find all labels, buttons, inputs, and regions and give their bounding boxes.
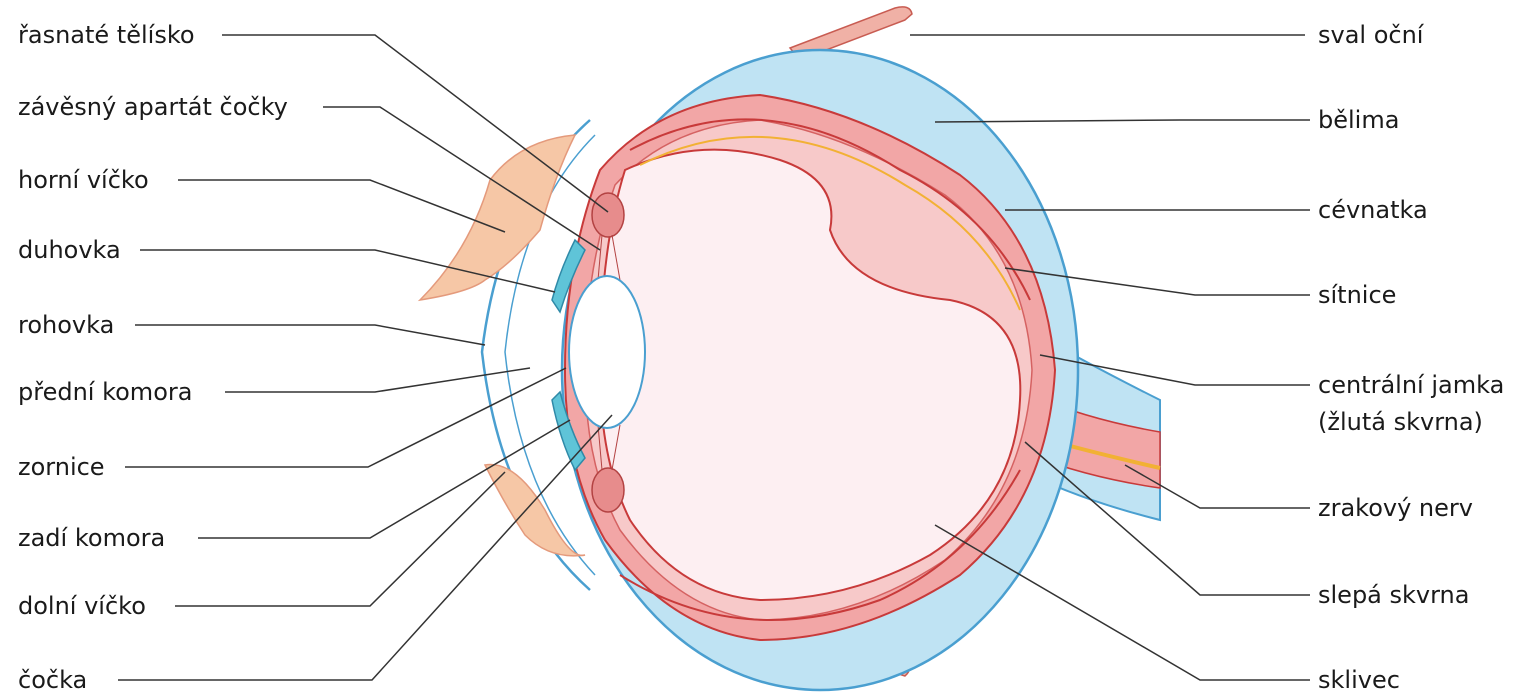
labels-right: sval oční bělima cévnatka sítnice centrá…	[1318, 21, 1504, 693]
label-slepa-skvrna: slepá skvrna	[1318, 581, 1469, 609]
leader-horni-vicko	[178, 180, 505, 232]
label-belima: bělima	[1318, 106, 1399, 134]
label-sval-ocni: sval oční	[1318, 21, 1425, 49]
label-rasnate-telisko: řasnaté tělísko	[18, 21, 195, 49]
labels-left: řasnaté tělísko závěsný apartát čočky ho…	[18, 21, 288, 693]
leader-zavesny	[323, 107, 600, 250]
label-zluta-skvrna: (žlutá skvrna)	[1318, 408, 1483, 436]
eye-anatomy-drawing	[420, 7, 1160, 690]
label-predni-komora: přední komora	[18, 378, 192, 406]
label-zrakovy-nerv: zrakový nerv	[1318, 494, 1473, 522]
label-cevnatka: cévnatka	[1318, 196, 1428, 224]
label-cocka: čočka	[18, 666, 87, 693]
lens	[569, 276, 645, 428]
label-sitnice: sítnice	[1318, 281, 1396, 309]
label-zornice: zornice	[18, 453, 105, 481]
label-centralni-jamka: centrální jamka	[1318, 371, 1504, 399]
ciliary-body-top	[592, 193, 624, 237]
label-horni-vicko: horní víčko	[18, 166, 149, 194]
leader-belima	[935, 120, 1310, 122]
leader-cocka	[118, 415, 612, 680]
label-zadi-komora: zadí komora	[18, 524, 165, 552]
label-dolni-vicko: dolní víčko	[18, 592, 146, 620]
leader-rohovka	[135, 325, 485, 345]
ciliary-body-bottom	[592, 468, 624, 512]
label-duhovka: duhovka	[18, 236, 121, 264]
label-rohovka: rohovka	[18, 311, 114, 339]
label-zavesny-aparat: závěsný apartát čočky	[18, 93, 288, 121]
leader-dolni-vicko	[175, 472, 505, 606]
label-sklivec: sklivec	[1318, 666, 1400, 693]
